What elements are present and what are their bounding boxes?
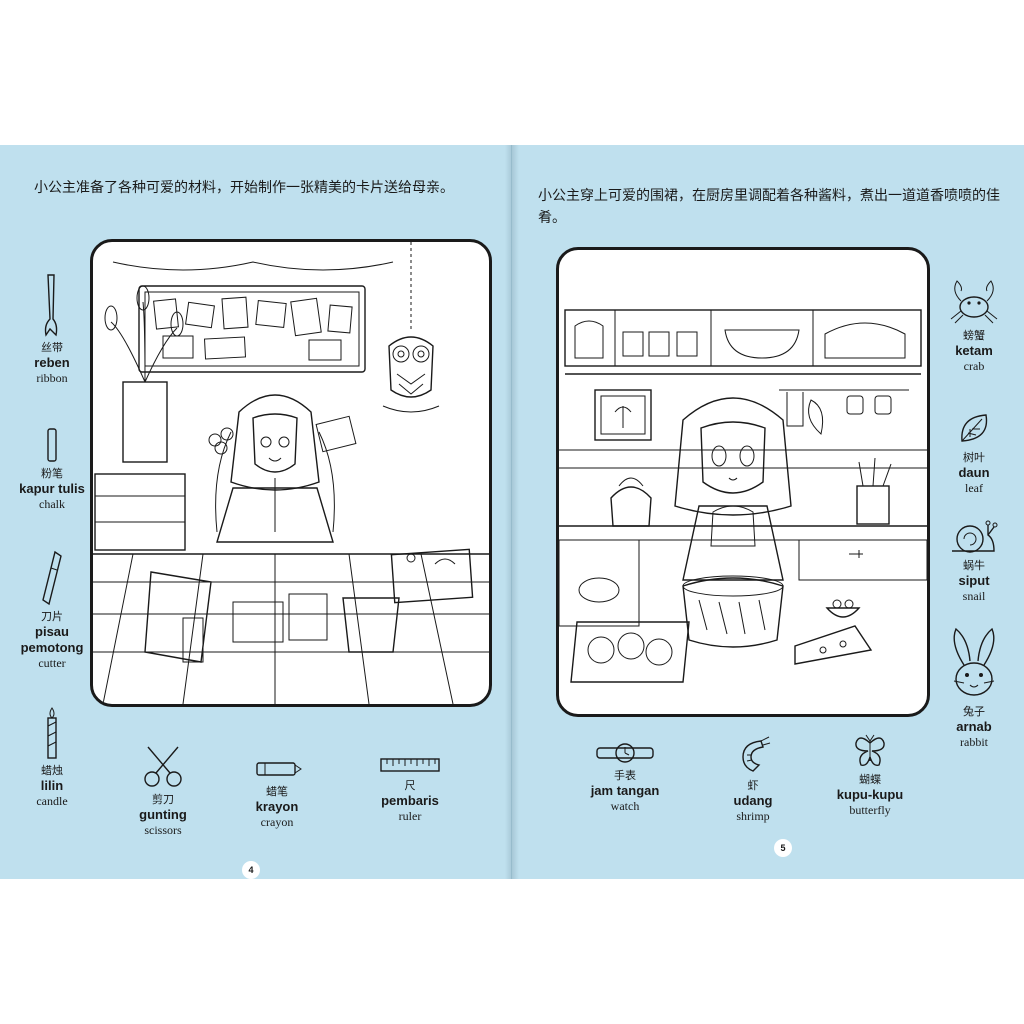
vocab-butterfly-en: butterfly [849, 803, 891, 817]
left-intro-text: 小公主准备了各种可爱的材料，开始制作一张精美的卡片送给母亲。 [34, 180, 454, 196]
vocab-butterfly-zh: 蝴蝶 [859, 773, 881, 786]
vocab-leaf-en: leaf [965, 481, 983, 495]
leaf-icon [961, 414, 988, 442]
vocab-crab-ms: ketam [955, 343, 993, 358]
snail-icon [952, 520, 998, 553]
vocab-shrimp: 虾 udang shrimp [708, 735, 798, 824]
vocab-snail-zh: 蜗牛 [963, 559, 985, 572]
vocab-ribbon-zh: 丝带 [41, 341, 63, 354]
vocab-candle-ms: lilin [40, 778, 64, 793]
vocab-crayon-ms: krayon [255, 799, 299, 814]
vocab-ribbon-ms: reben [34, 355, 70, 370]
vocab-leaf-ms: daun [958, 465, 990, 480]
vocab-ruler-en: ruler [398, 809, 422, 823]
cutter-icon [42, 550, 62, 606]
vocab-ruler-zh: 尺 [404, 779, 416, 792]
vocab-cutter-zh: 刀片 [41, 610, 63, 623]
crab-icon [950, 280, 998, 324]
vocab-scissors-ms: gunting [139, 807, 187, 822]
left-coloring-illustration [90, 239, 492, 707]
rabbit-icon [953, 627, 995, 696]
book-gutter [505, 145, 519, 879]
book-spread: 小公主准备了各种可爱的材料，开始制作一张精美的卡片送给母亲。 [0, 145, 1024, 879]
vocab-leaf: 树叶 daun leaf [934, 411, 1014, 496]
vocab-chalk-en: chalk [39, 497, 65, 511]
vocab-watch-en: watch [610, 799, 640, 813]
vocab-butterfly: 蝴蝶 kupu-kupu butterfly [820, 733, 920, 818]
page-number-left: 4 [242, 861, 260, 879]
kitchen-scene-drawing [559, 309, 927, 683]
vocab-ribbon-en: ribbon [36, 371, 68, 385]
ribbon-icon [44, 274, 58, 337]
vocab-ribbon: 丝带 reben ribbon [12, 273, 92, 386]
vocab-rabbit: 兔子 arnab rabbit [934, 625, 1014, 750]
crayon-icon [256, 762, 302, 776]
vocab-watch-ms: jam tangan [590, 783, 660, 798]
candle-icon [47, 707, 57, 759]
vocab-chalk-ms: kapur tulis [19, 481, 85, 496]
vocab-ruler: 尺 pembaris ruler [360, 755, 460, 824]
vocab-scissors-en: scissors [144, 823, 182, 837]
right-coloring-illustration [556, 247, 930, 717]
vocab-shrimp-zh: 虾 [747, 779, 759, 792]
vocab-rabbit-en: rabbit [960, 735, 988, 749]
vocab-ruler-ms: pembaris [381, 793, 439, 808]
vocab-snail: 蜗牛 siput snail [934, 517, 1014, 604]
vocab-crayon-en: crayon [260, 815, 294, 829]
scissors-icon [144, 746, 182, 787]
vocab-crab: 螃蟹 ketam crab [934, 277, 1014, 374]
vocab-snail-en: snail [962, 589, 986, 603]
vocab-watch-zh: 手表 [614, 769, 636, 782]
vocab-scissors-zh: 剪刀 [152, 793, 174, 806]
vocab-candle: 蜡烛 lilin candle [12, 706, 92, 809]
vocab-scissors: 剪刀 gunting scissors [118, 745, 208, 838]
vocab-shrimp-ms: udang [733, 793, 773, 808]
vocab-crab-en: crab [963, 359, 985, 373]
vocab-leaf-zh: 树叶 [963, 451, 985, 464]
chalk-icon [47, 428, 57, 462]
vocab-cutter: 刀片 pisau pemotong cutter [2, 550, 102, 671]
butterfly-icon [855, 734, 885, 767]
vocab-rabbit-zh: 兔子 [963, 705, 985, 718]
vocab-rabbit-ms: arnab [956, 719, 992, 734]
vocab-shrimp-en: shrimp [736, 809, 770, 823]
vocab-candle-zh: 蜡烛 [41, 764, 63, 777]
watch-icon [596, 743, 654, 763]
right-intro-text: 小公主穿上可爱的围裙，在厨房里调配着各种酱料，煮出一道道香喷喷的佳肴。 [538, 188, 1000, 226]
shrimp-icon [742, 736, 771, 772]
vocab-chalk-zh: 粉笔 [41, 467, 63, 480]
vocab-watch: 手表 jam tangan watch [570, 741, 680, 814]
vocab-cutter-ms: pisau pemotong [20, 624, 84, 655]
right-page: 小公主穿上可爱的围裙，在厨房里调配着各种酱料，煮出一道道香喷喷的佳肴。 [512, 145, 1024, 879]
vocab-cutter-en: cutter [38, 656, 66, 670]
vocab-chalk: 粉笔 kapur tulis chalk [2, 427, 102, 512]
ruler-icon [380, 758, 440, 772]
vocab-crab-zh: 螃蟹 [963, 329, 985, 342]
page-number-right: 5 [774, 839, 792, 857]
vocab-crayon: 蜡笔 krayon crayon [232, 757, 322, 830]
left-page: 小公主准备了各种可爱的材料，开始制作一张精美的卡片送给母亲。 [0, 145, 512, 879]
vocab-butterfly-ms: kupu-kupu [836, 787, 904, 802]
vocab-candle-en: candle [36, 794, 68, 808]
crafting-scene-drawing [93, 242, 489, 704]
vocab-crayon-zh: 蜡笔 [266, 785, 288, 798]
vocab-snail-ms: siput [958, 573, 990, 588]
